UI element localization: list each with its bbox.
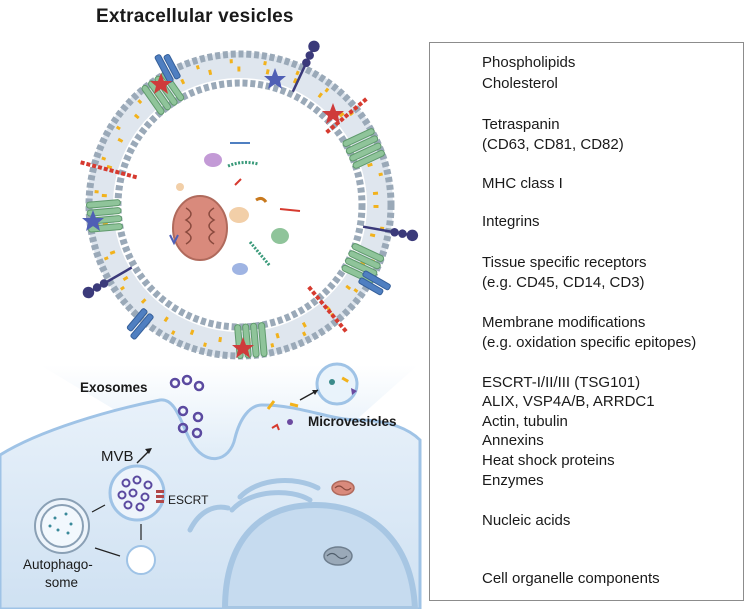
exosomes-group xyxy=(169,374,205,439)
legend-alix: ALIX, VSP4A/B, ARRDC1 xyxy=(482,393,655,410)
legend-mhc: MHC class I xyxy=(482,175,563,192)
label-microvesicles: Microvesicles xyxy=(308,414,397,429)
legend-membrane-mods: Membrane modifications xyxy=(482,314,646,331)
legend-annexins: Annexins xyxy=(482,432,544,449)
legend-enzymes: Enzymes xyxy=(482,472,544,489)
arrows-pathway xyxy=(91,504,142,557)
label-escrt: ESCRT xyxy=(168,493,209,507)
label-autophagosome-2: some xyxy=(45,575,79,590)
nucleus xyxy=(221,501,419,609)
mvb xyxy=(108,464,166,522)
autophagosome xyxy=(34,498,90,554)
lysosome xyxy=(126,545,156,575)
page-title: Extracellular vesicles xyxy=(96,6,294,27)
legend-tetraspanin-examples: (CD63, CD81, CD82) xyxy=(482,136,624,153)
label-mvb: MVB xyxy=(101,448,134,465)
legend-nucleic: Nucleic acids xyxy=(482,512,571,529)
legend-box xyxy=(429,42,744,601)
ev-mhc xyxy=(126,53,391,340)
label-exosomes: Exosomes xyxy=(80,380,148,395)
ev-vesicle xyxy=(85,50,395,360)
legend-organelle: Cell organelle components xyxy=(482,570,660,587)
ev-mitochondrion xyxy=(172,195,228,261)
ev-cargo xyxy=(169,142,301,275)
label-autophagosome-1: Autophago- xyxy=(23,557,93,572)
golgi xyxy=(187,478,321,533)
escrt-complex xyxy=(156,490,164,503)
ev-tetraspanins xyxy=(85,71,385,360)
legend-integrins: Integrins xyxy=(482,213,540,230)
ev-stars xyxy=(82,68,344,358)
legend-cholesterol: Cholesterol xyxy=(482,75,558,92)
ev-integrins xyxy=(82,40,419,299)
legend-tissue-receptors: Tissue specific receptors xyxy=(482,254,647,271)
microvesicle xyxy=(266,362,359,431)
legend-actin: Actin, tubulin xyxy=(482,413,568,430)
legend-tetraspanin: Tetraspanin xyxy=(482,116,560,133)
legend-hsp: Heat shock proteins xyxy=(482,452,615,469)
legend-phospholipids: Phospholipids xyxy=(482,54,576,71)
cell-mitochondrion-1 xyxy=(331,480,355,496)
legend-escrt: ESCRT-I/II/III (TSG101) xyxy=(482,374,641,391)
legend-tissue-receptors-examples: (e.g. CD45, CD14, CD3) xyxy=(482,274,645,291)
legend-membrane-mods-examples: (e.g. oxidation specific epitopes) xyxy=(482,334,697,351)
cell-mitochondrion-2 xyxy=(323,546,353,566)
